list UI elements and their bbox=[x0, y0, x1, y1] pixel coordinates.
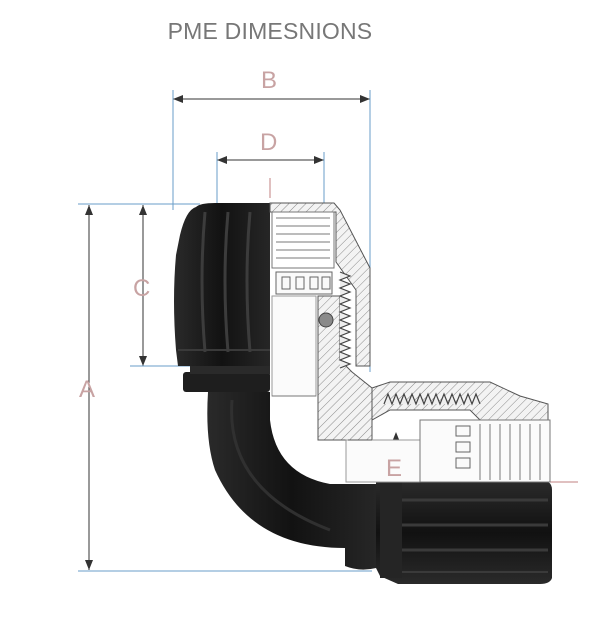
fitting-section-view bbox=[269, 202, 551, 483]
dimension-b-label: B bbox=[261, 67, 277, 94]
dimension-lines bbox=[85, 95, 400, 570]
fitting-exterior bbox=[174, 203, 552, 584]
dimension-d-label: D bbox=[260, 129, 277, 156]
diagram-title: PME DIMESNIONS bbox=[167, 18, 373, 44]
dimension-e-label: E bbox=[386, 455, 402, 482]
dimension-a-label: A bbox=[79, 376, 95, 403]
dimension-c-label: C bbox=[133, 275, 150, 302]
